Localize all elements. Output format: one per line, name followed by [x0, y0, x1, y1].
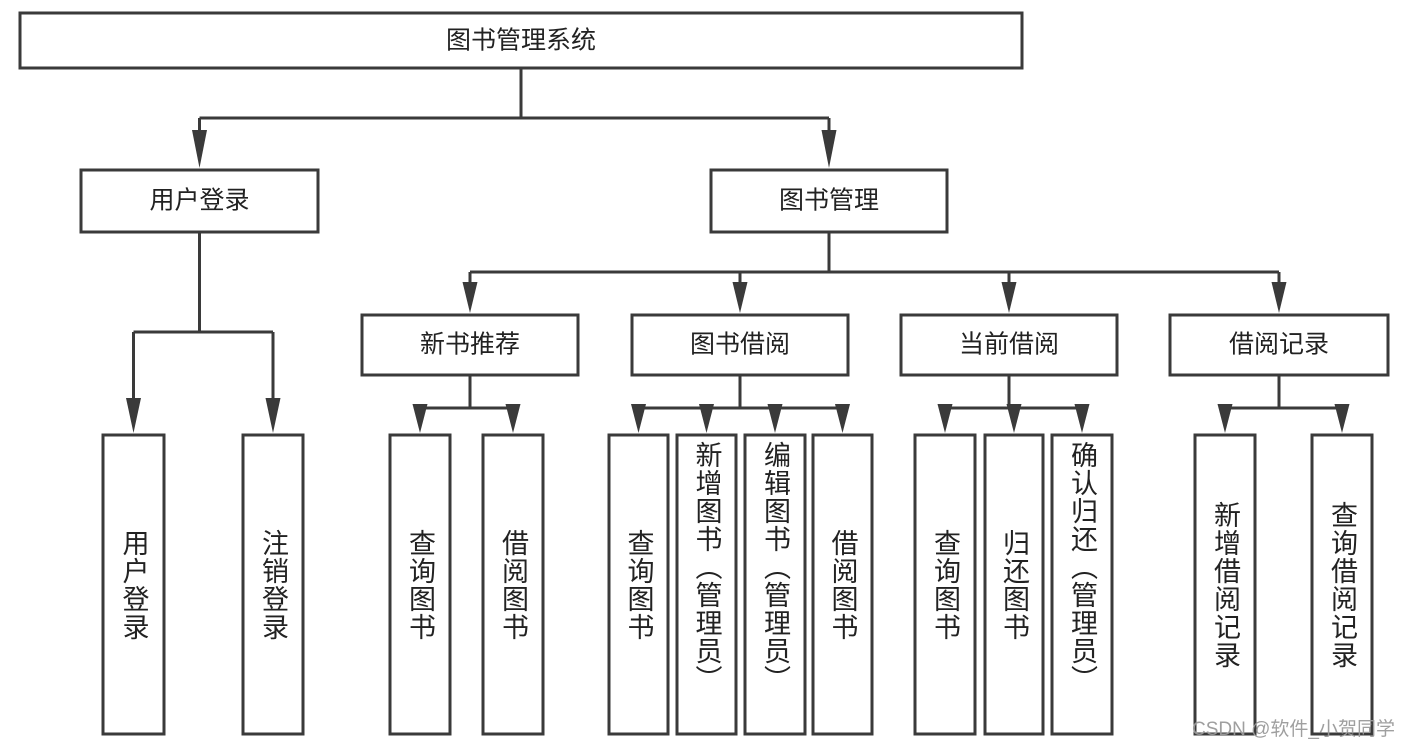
- node-book-management-rect[interactable]: [709, 168, 949, 234]
- node-current-borrow-label: 当前借阅: [959, 331, 1059, 359]
- node-current-borrow[interactable]: 当前借阅: [899, 313, 1119, 377]
- connector-lines: [126, 68, 1350, 433]
- node-borrow-records[interactable]: 借阅记录: [1168, 313, 1390, 377]
- arrowhead-bo-leaf-3: [767, 404, 783, 433]
- node-book-borrow[interactable]: 图书借阅: [630, 313, 850, 377]
- node-root-label: 图书管理系统: [446, 27, 596, 55]
- node-user-login[interactable]: 用户登录: [79, 168, 320, 234]
- arrowhead-cb-leaf-3: [1074, 404, 1090, 433]
- arrowhead-bo-leaf-2: [699, 404, 714, 433]
- node-new-book-recommend[interactable]: 新书推荐: [360, 313, 580, 377]
- leaf-rect-bo-query-book[interactable]: [607, 433, 670, 736]
- leaf-rect-nb-query-book[interactable]: [388, 433, 452, 736]
- leaf-rect-cb-confirm[interactable]: [1050, 433, 1114, 736]
- arrowhead-borrow: [732, 282, 748, 313]
- arrowhead-current-borrow: [1001, 282, 1017, 313]
- leaf-rect-cb-return-book[interactable]: [983, 433, 1045, 736]
- node-book-management-label: 图书管理: [779, 187, 879, 215]
- node-borrow-records-label: 借阅记录: [1229, 331, 1329, 359]
- node-root-rect[interactable]: [18, 11, 1024, 70]
- arrowhead-book-mgmt: [821, 130, 837, 168]
- arrowhead-rec-leaf-1: [1217, 404, 1233, 433]
- node-user-login-rect[interactable]: [79, 168, 320, 234]
- leaf-rect-logout[interactable]: [241, 433, 305, 736]
- node-current-borrow-rect[interactable]: [899, 313, 1119, 377]
- arrowhead-user-login: [192, 130, 207, 168]
- node-new-book-recommend-rect[interactable]: [360, 313, 580, 377]
- leaf-node-rects: [101, 433, 1374, 736]
- leaf-rect-rec-add[interactable]: [1193, 433, 1257, 736]
- node-new-book-recommend-label: 新书推荐: [420, 331, 520, 359]
- node-borrow-records-rect[interactable]: [1168, 313, 1390, 377]
- arrowhead-cb-leaf-1: [937, 404, 953, 433]
- arrowhead-records: [1271, 282, 1287, 313]
- arrowhead-leaf-user-login: [126, 398, 141, 433]
- node-root[interactable]: 图书管理系统: [18, 11, 1024, 70]
- leaf-rect-bo-add-book[interactable]: [675, 433, 738, 736]
- leaf-rect-user-login[interactable]: [101, 433, 166, 736]
- arrowhead-new-books: [462, 282, 478, 313]
- arrowhead-cb-leaf-2: [1006, 404, 1022, 433]
- leaf-rect-bo-borrow-book[interactable]: [811, 433, 874, 736]
- leaf-rect-bo-edit-book[interactable]: [743, 433, 807, 736]
- node-book-borrow-label: 图书借阅: [690, 331, 790, 359]
- arrowhead-bo-leaf-1: [631, 404, 646, 433]
- leaf-rect-nb-borrow-book[interactable]: [481, 433, 545, 736]
- arrowhead-leaf-logout: [265, 398, 281, 433]
- node-user-login-label: 用户登录: [149, 187, 249, 215]
- node-book-management[interactable]: 图书管理: [709, 168, 949, 234]
- csdn-watermark: CSDN @软件_小贺同学: [1192, 719, 1395, 740]
- arrowhead-nb-leaf-2: [505, 404, 521, 433]
- leaf-rect-cb-query-book[interactable]: [913, 433, 977, 736]
- leaf-rect-rec-query[interactable]: [1310, 433, 1374, 736]
- node-book-borrow-rect[interactable]: [630, 313, 850, 377]
- arrowhead-rec-leaf-2: [1334, 404, 1350, 433]
- arrowhead-bo-leaf-4: [835, 404, 850, 433]
- arrowhead-nb-leaf-1: [412, 404, 428, 433]
